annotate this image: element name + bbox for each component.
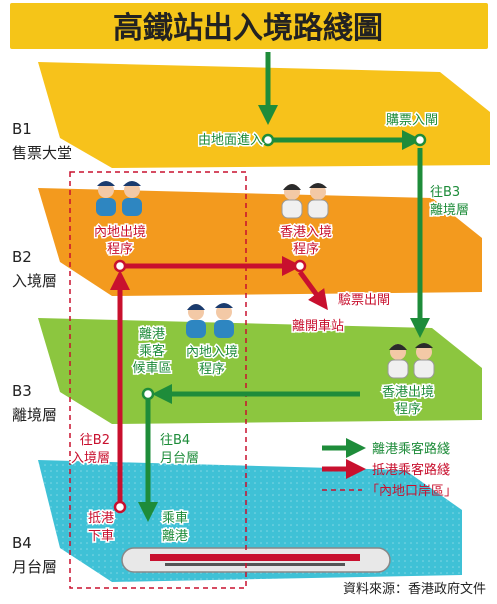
label-check-exit: 驗票出閘 [338, 293, 390, 308]
label-arrive-line2: 下車 [88, 529, 114, 544]
label-to-b2-line2: 入境層 [71, 451, 110, 466]
label-hk-departure-line2: 程序 [395, 402, 421, 417]
label-leave-station: 離開車站 [292, 319, 344, 334]
label-hk-entry-line1: 香港入境 [280, 225, 332, 240]
label-mainland-entry-line1: 內地入境 [186, 345, 238, 360]
label-hk-entry-line2: 程序 [293, 242, 319, 257]
label-mainland-exit-line2: 程序 [107, 242, 133, 257]
label-mainland-exit-line1: 內地出境 [94, 225, 146, 240]
mainland-officer-icons-b2 [96, 181, 142, 216]
label-to-b4-line1: 往B4 [160, 433, 190, 448]
label-mainland-entry-line2: 程序 [199, 362, 225, 377]
floor-b2-code: B2 [12, 248, 32, 266]
label-waiting-line1: 離港 [139, 327, 165, 342]
legend-departure: 離港乘客路綫 [372, 441, 450, 457]
diagram-title: 高鐵站出入境路綫圖 [113, 11, 383, 46]
label-board-line2: 離港 [162, 529, 188, 544]
floor-b3-name: 離境層 [12, 406, 57, 424]
floor-b1-code: B1 [12, 120, 32, 138]
label-waiting-line3: 候車區 [132, 361, 171, 376]
floor-b2-name: 入境層 [12, 272, 57, 290]
label-hk-departure-line1: 香港出境 [382, 385, 434, 400]
arrival-route [110, 256, 328, 505]
floor-b2-slab [38, 188, 482, 296]
mainland-officer-icons-b3 [186, 303, 234, 338]
arrival-nodes [113, 259, 307, 514]
floor-b1-name: 售票大堂 [12, 144, 72, 162]
label-arrive-line1: 抵港 [88, 511, 114, 526]
label-to-b4-line2: 月台層 [160, 451, 199, 466]
label-board-line1: 乘車 [162, 511, 188, 526]
source-note: 資料來源：香港政府文件 [343, 582, 486, 597]
departure-nodes [141, 133, 427, 401]
hk-officer-icons-b2 [281, 183, 329, 219]
legend-arrival: 抵港乘客路綫 [372, 462, 450, 478]
label-to-b2-line1: 往B2 [80, 433, 110, 448]
label-to-b3-line2: 離境層 [430, 203, 469, 218]
label-to-b3-line1: 往B3 [430, 185, 460, 200]
legend: 離港乘客路綫 抵港乘客路綫 「內地口岸區」 [322, 438, 457, 499]
hk-officer-icons-b3 [387, 343, 435, 379]
departure-route [138, 52, 430, 522]
floor-b4-name: 月台層 [12, 558, 57, 576]
title-banner: 高鐵站出入境路綫圖 [10, 3, 488, 49]
label-from-ground: 由地面進入 [198, 133, 263, 148]
label-buy-ticket: 購票入閘 [386, 113, 438, 128]
floor-b4-code: B4 [12, 534, 32, 552]
label-waiting-line2: 乘客 [139, 343, 165, 359]
train-icon [121, 547, 391, 573]
floor-b3-code: B3 [12, 382, 32, 400]
legend-port-area: 「內地口岸區」 [366, 484, 457, 499]
mainland-port-area-boundary [69, 171, 247, 589]
